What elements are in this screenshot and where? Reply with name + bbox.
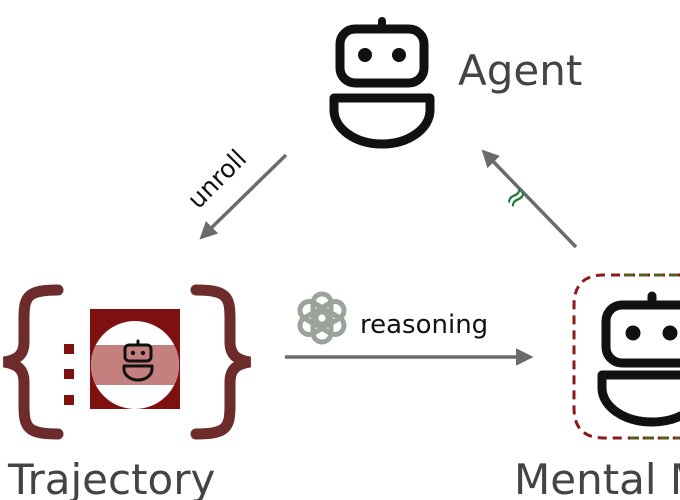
agent-label: Agent: [458, 46, 582, 95]
trajectory-ellipsis-icon: [64, 344, 74, 405]
unroll-label: unroll: [182, 144, 252, 214]
openai-knot-icon: [297, 291, 347, 345]
right-brace-icon: [190, 284, 252, 440]
trajectory-label: Trajectory: [7, 455, 215, 500]
mental-model-label: Mental M: [514, 455, 680, 500]
approx-arrow: [481, 149, 578, 249]
approx-label: ≈: [496, 177, 536, 217]
reasoning-label: reasoning: [360, 310, 488, 340]
agent-robot-icon: [329, 17, 435, 149]
left-brace-icon: [2, 284, 64, 440]
trajectory-robot-icon: [122, 339, 154, 382]
mental-model-dashed-frame: [572, 273, 680, 440]
unroll-arrow: [199, 153, 288, 240]
mental-model-robot-icon: [597, 291, 680, 427]
